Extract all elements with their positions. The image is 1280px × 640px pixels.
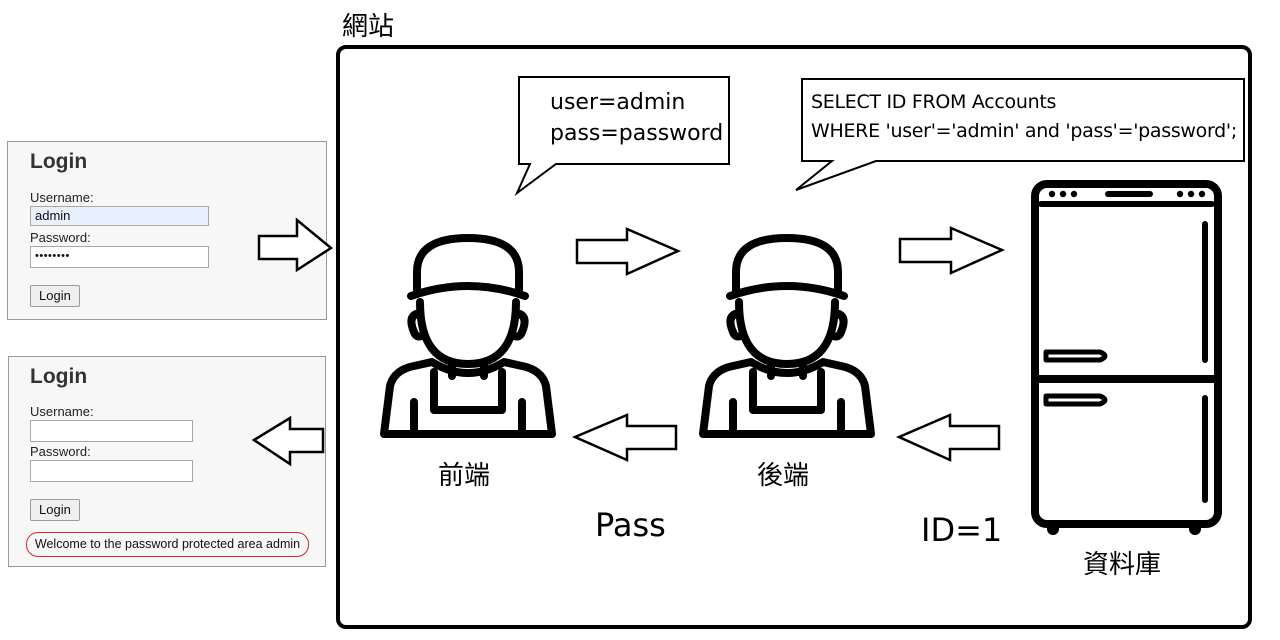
login-title: Login [30, 150, 88, 173]
arrow-right-icon [575, 227, 682, 276]
password-label: Password: [30, 230, 91, 245]
arrow-right-icon [257, 217, 334, 273]
login-form-after: Login Username: Password: Login Welcome … [8, 356, 326, 567]
request-bubble [514, 76, 730, 197]
frontend-worker-icon [380, 234, 556, 438]
database-icon [1031, 180, 1222, 535]
username-label: Username: [30, 190, 94, 205]
sql-query-line: WHERE 'user'='admin' and 'pass'='passwor… [811, 120, 1237, 142]
sql-query-line: SELECT ID FROM Accounts [811, 91, 1057, 113]
username-field[interactable] [30, 420, 193, 442]
welcome-message: Welcome to the password protected area a… [26, 532, 309, 557]
login-button[interactable]: Login [30, 285, 80, 307]
arrow-left-icon [251, 415, 325, 467]
login-title: Login [30, 365, 88, 388]
backend-worker-icon [699, 234, 875, 438]
frontend-label: 前端 [438, 461, 491, 491]
username-field[interactable]: admin [30, 206, 209, 226]
sql-bubble [795, 78, 1245, 191]
username-label: Username: [30, 404, 94, 419]
arrow-right-icon [898, 226, 1006, 275]
website-title: 網站 [342, 12, 395, 42]
password-field[interactable] [30, 460, 193, 482]
password-field[interactable]: •••••••• [30, 246, 209, 268]
login-form-before: Login Username: admin Password: ••••••••… [7, 141, 327, 320]
request-bubble-line: user=admin [550, 90, 686, 115]
result-pass-label: Pass [595, 506, 666, 544]
arrow-left-icon [895, 413, 1001, 462]
request-bubble-line: pass=password [550, 121, 724, 146]
result-id-label: ID=1 [921, 511, 1003, 549]
arrow-left-icon [571, 413, 678, 462]
password-label: Password: [30, 444, 91, 459]
website-frame [336, 45, 1252, 629]
backend-label: 後端 [757, 461, 810, 491]
database-label: 資料庫 [1083, 550, 1162, 580]
login-button[interactable]: Login [30, 499, 80, 521]
